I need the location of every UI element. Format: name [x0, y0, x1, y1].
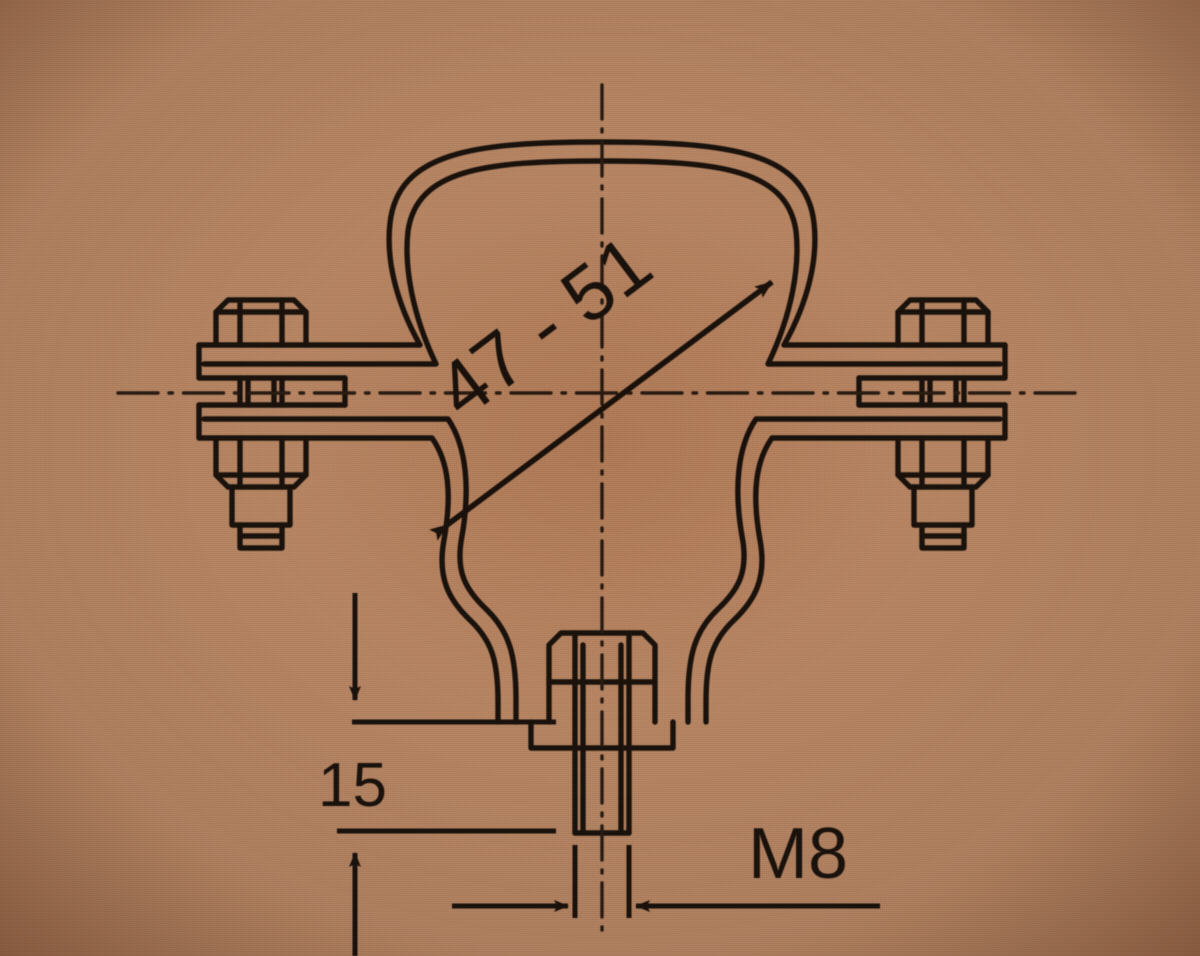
technical-drawing-page: 47 - 51 15 M8 — [0, 0, 1200, 956]
photo-vignette — [0, 0, 1200, 956]
